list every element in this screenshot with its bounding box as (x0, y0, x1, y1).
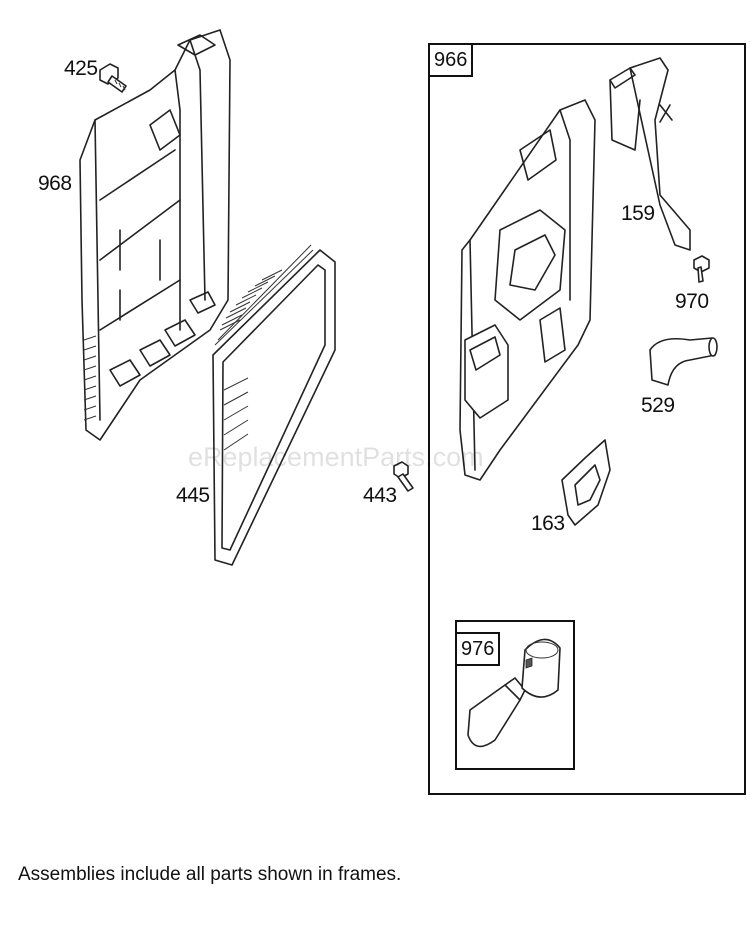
screw-425-drawing (99, 63, 127, 93)
watermark: eReplacementParts.com (188, 442, 484, 472)
bracket-159-drawing (609, 57, 691, 251)
part-label-970: 970 (675, 290, 709, 313)
assembly-tag-976: 976 (455, 632, 501, 666)
assembly-frame-966 (428, 43, 746, 795)
assembly-frame-976 (455, 620, 575, 770)
elbow-529-drawing (649, 337, 718, 386)
part-label-445: 445 (176, 484, 210, 507)
part-label-529: 529 (641, 394, 675, 417)
screw-970-drawing (693, 255, 710, 283)
air-cleaner-base-968-drawing (79, 29, 231, 441)
part-label-443: 443 (363, 484, 397, 507)
part-label-159: 159 (621, 202, 655, 225)
gasket-163-drawing (561, 439, 611, 526)
screw-443-drawing (393, 461, 414, 492)
part-label-968: 968 (38, 172, 72, 195)
carburetor-body-drawing (459, 99, 596, 481)
part-label-163: 163 (531, 512, 565, 535)
part-label-425: 425 (64, 57, 98, 80)
diagram-caption: Assemblies include all parts shown in fr… (18, 864, 402, 885)
nozzle-976-drawing (467, 638, 561, 748)
assembly-tag-966: 966 (428, 43, 474, 77)
air-filter-445-drawing (212, 244, 336, 566)
